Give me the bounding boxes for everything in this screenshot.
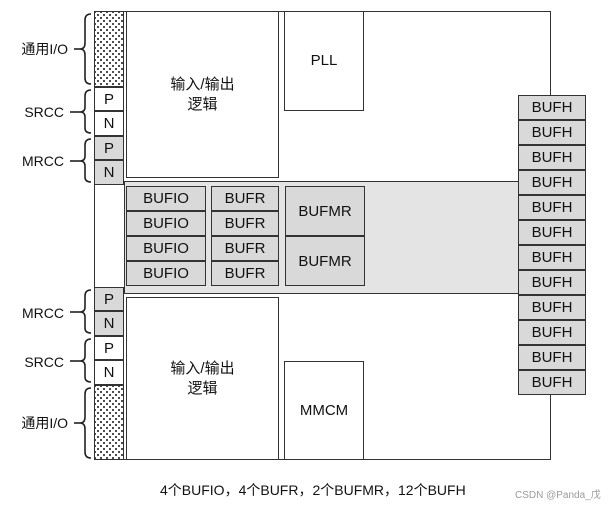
bufio-cell: BUFIO (126, 186, 206, 211)
bufh-cell: BUFH (518, 370, 586, 395)
bufh-cell: BUFH (518, 245, 586, 270)
bufh-cell: BUFH (518, 95, 586, 120)
srcc-bottom-n-pin: N (94, 360, 124, 385)
gpio-top-pins (94, 11, 124, 87)
bufh-cell: BUFH (518, 220, 586, 245)
bufr-cell: BUFR (211, 261, 279, 286)
srcc-top-label: SRCC (24, 104, 64, 120)
bufh-cell: BUFH (518, 270, 586, 295)
mrcc-top-p-pin: P (94, 136, 124, 160)
bufio-cell: BUFIO (126, 261, 206, 286)
srcc-bottom-p-pin: P (94, 336, 124, 360)
bufh-cell: BUFH (518, 320, 586, 345)
bufh-cell: BUFH (518, 295, 586, 320)
gpio-top-label: 通用I/O (21, 41, 68, 57)
mrcc-bottom-n-pin: N (94, 311, 124, 336)
bufh-cell: BUFH (518, 145, 586, 170)
bufio-cell: BUFIO (126, 236, 206, 261)
io-logic-bottom-block: 输入/输出 逻辑 (126, 297, 279, 460)
gpio-bottom-pins (94, 385, 124, 460)
bufr-cell: BUFR (211, 211, 279, 236)
bufr-cell: BUFR (211, 236, 279, 261)
mrcc-bottom-p-pin: P (94, 287, 124, 311)
pll-block: PLL (284, 11, 364, 111)
watermark-text: CSDN @Panda_戊 (515, 490, 601, 501)
bufh-cell: BUFH (518, 120, 586, 145)
srcc-top-p-pin: P (94, 87, 124, 111)
bufh-cell: BUFH (518, 170, 586, 195)
io-logic-top-line1: 输入/输出 (170, 75, 235, 93)
bufmr-cell: BUFMR (285, 186, 365, 236)
bufr-cell: BUFR (211, 186, 279, 211)
io-logic-bottom-line1: 输入/输出 (170, 359, 235, 377)
gpio-bottom-label: 通用I/O (21, 415, 68, 431)
bufh-cell: BUFH (518, 345, 586, 370)
io-logic-bottom-line2: 逻辑 (187, 379, 218, 397)
bufh-cell: BUFH (518, 195, 586, 220)
mmcm-block: MMCM (284, 361, 364, 460)
mrcc-top-label: MRCC (22, 153, 64, 169)
mrcc-top-n-pin: N (94, 160, 124, 185)
io-logic-top-block: 输入/输出 逻辑 (126, 11, 279, 178)
diagram-caption: 4个BUFIO，4个BUFR，2个BUFMR，12个BUFH (160, 482, 466, 498)
srcc-bottom-label: SRCC (24, 354, 64, 370)
mrcc-bottom-label: MRCC (22, 305, 64, 321)
srcc-top-n-pin: N (94, 111, 124, 136)
bufio-cell: BUFIO (126, 211, 206, 236)
io-logic-top-line2: 逻辑 (187, 95, 218, 113)
bufmr-cell: BUFMR (285, 236, 365, 286)
